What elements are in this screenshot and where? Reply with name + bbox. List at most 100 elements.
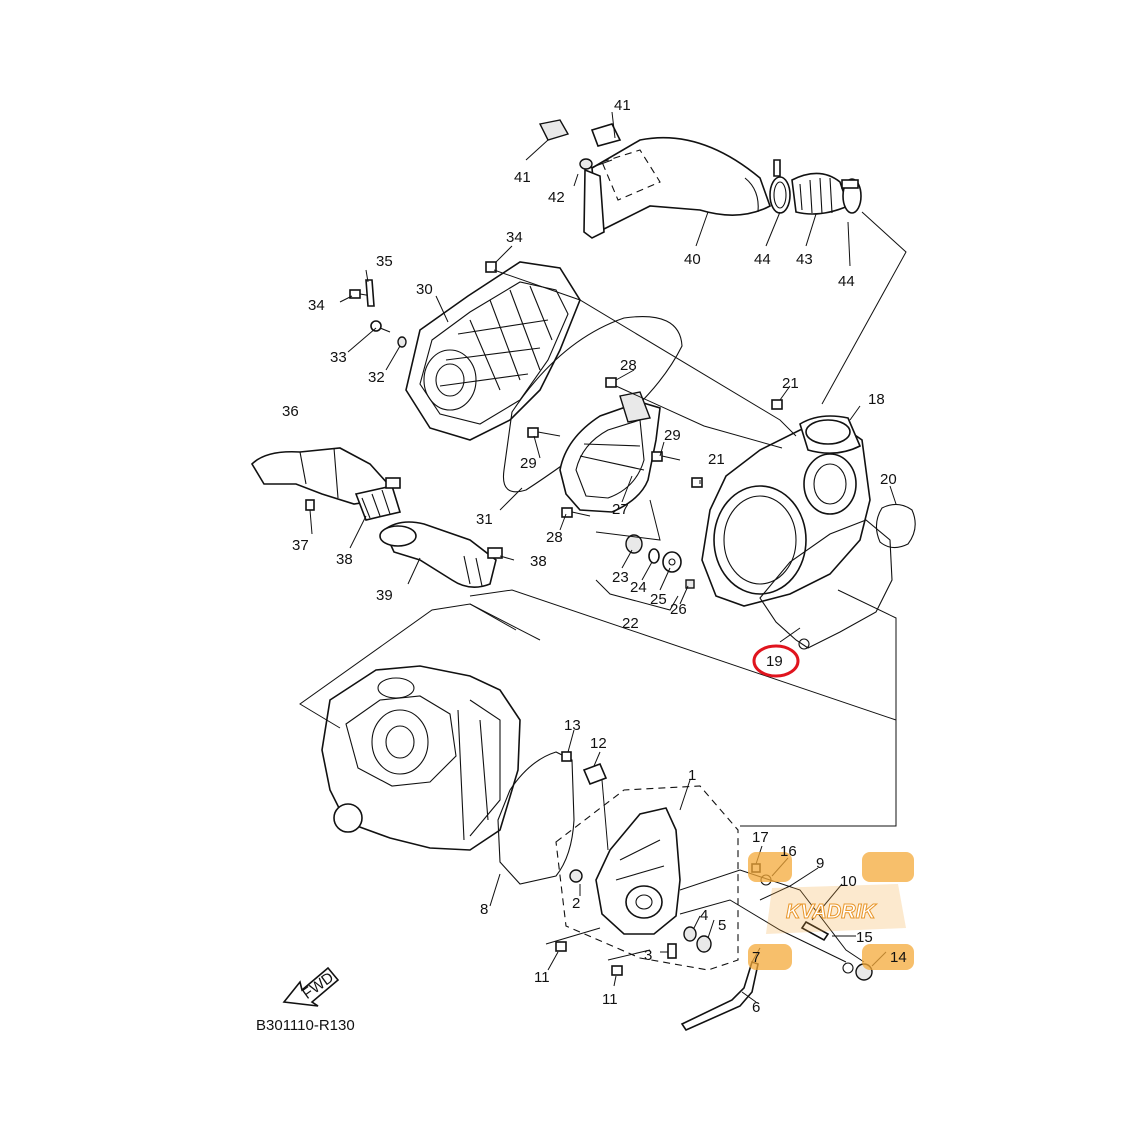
callout-43: 43 (796, 251, 813, 268)
callout-4: 4 (700, 907, 708, 924)
callout-37: 37 (292, 537, 309, 554)
callout-41: 41 (514, 169, 531, 186)
callout-38: 38 (530, 553, 547, 570)
callout-16: 16 (780, 843, 797, 860)
callout-11: 11 (602, 991, 618, 1008)
washer-25 (662, 551, 682, 573)
callout-12: 12 (590, 735, 607, 752)
callout-24: 24 (630, 579, 647, 596)
callout-7: 7 (752, 949, 760, 966)
seal-24 (648, 548, 660, 564)
oring-15 (842, 962, 854, 974)
duct-39 (379, 521, 497, 588)
pin-3 (667, 943, 677, 959)
outer-cover-30 (405, 261, 581, 441)
callout-32: 32 (368, 369, 385, 386)
diagram-code: B301110-R130 (256, 1017, 355, 1034)
callout-23: 23 (612, 569, 629, 586)
callout-28: 28 (620, 357, 637, 374)
callout-1: 1 (688, 767, 696, 784)
bolt-29-left (527, 427, 561, 438)
pin-35 (365, 279, 375, 307)
gasket-31 (502, 316, 683, 493)
crankcase-cover-18 (701, 415, 871, 607)
bolt-13 (561, 751, 572, 762)
callout-35: 35 (376, 253, 393, 270)
callout-34: 34 (506, 229, 523, 246)
intake-duct-40 (583, 136, 771, 239)
highlight-circle (752, 644, 800, 678)
callout-44: 44 (754, 251, 771, 268)
callout-26: 26 (670, 601, 687, 618)
bolt-10 (800, 920, 830, 942)
hose-6 (680, 960, 759, 1032)
callout-25: 25 (650, 591, 667, 608)
grommet-32 (397, 336, 407, 348)
callout-5: 5 (718, 917, 726, 934)
callout-8: 8 (480, 901, 488, 918)
callout-15: 15 (856, 929, 873, 946)
dowel-2 (569, 869, 583, 883)
grommet-42 (579, 158, 593, 170)
gasket-20 (875, 503, 916, 549)
callout-30: 30 (416, 281, 433, 298)
callout-10: 10 (840, 873, 857, 890)
callout-40: 40 (684, 251, 701, 268)
watermark-logo: KVADRIK (748, 852, 914, 970)
callout-6: 6 (752, 999, 760, 1016)
seal-5 (696, 935, 712, 953)
stator-cover-1 (595, 807, 681, 935)
bracket-12 (582, 762, 608, 786)
callout-13: 13 (564, 717, 581, 734)
pad-41-left (538, 119, 570, 141)
callout-3: 3 (644, 947, 652, 964)
callout-36: 36 (282, 403, 299, 420)
bolt-28-bottom (561, 507, 591, 518)
screw-44-top (773, 159, 781, 177)
nut-26 (685, 579, 695, 589)
callout-19: 19 (766, 653, 783, 670)
bolt-28-top (605, 377, 617, 388)
bolt-34-top (485, 261, 497, 273)
clamp-38-top (385, 477, 401, 489)
callout-31: 31 (476, 511, 493, 528)
gasket-8 (497, 751, 575, 885)
callout-29: 29 (664, 427, 681, 444)
clamp-38-right (487, 547, 503, 559)
callout-33: 33 (330, 349, 347, 366)
inner-cover-27 (559, 391, 661, 513)
bearing-23 (625, 534, 643, 554)
bolt-11-left (555, 941, 567, 952)
screw-33 (370, 320, 391, 333)
gasket-19 (759, 519, 893, 650)
callout-21: 21 (782, 375, 799, 392)
engine-block (321, 665, 521, 851)
duct-36 (250, 447, 389, 505)
callout-34: 34 (308, 297, 325, 314)
callout-9: 9 (816, 855, 824, 872)
bolt-11-bottom (611, 965, 623, 976)
clamp-44-left (769, 176, 791, 214)
callout-20: 20 (880, 471, 897, 488)
callout-18: 18 (868, 391, 885, 408)
callout-14: 14 (890, 949, 907, 966)
leader-lines (299, 111, 907, 1003)
bracket-22 (595, 579, 679, 611)
callout-22: 22 (622, 615, 639, 632)
boot-43 (791, 172, 849, 215)
callout-2: 2 (572, 895, 580, 912)
callout-17: 17 (752, 829, 769, 846)
clamp-44-right (841, 178, 862, 214)
bolt-21-left (691, 477, 703, 488)
callout-38: 38 (336, 551, 353, 568)
callout-39: 39 (376, 587, 393, 604)
callout-29: 29 (520, 455, 537, 472)
callout-21: 21 (708, 451, 725, 468)
callout-44: 44 (838, 273, 855, 290)
clamp-37 (305, 499, 315, 511)
callout-28: 28 (546, 529, 563, 546)
fwd-arrow: FWD (282, 966, 340, 1007)
callout-42: 42 (548, 189, 565, 206)
stator-group-box (555, 785, 739, 971)
